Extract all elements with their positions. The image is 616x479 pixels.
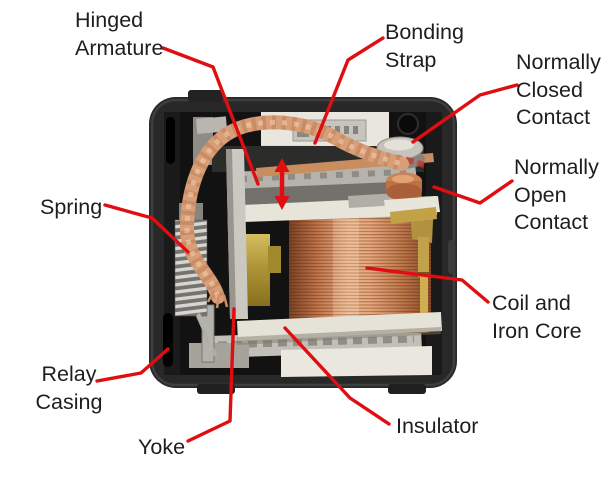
label-line: Bonding	[385, 20, 464, 44]
label-line: Strap	[385, 47, 437, 72]
label-yoke: Yoke	[138, 434, 185, 462]
motion-arrow-up-head	[274, 158, 290, 172]
casing-screw-hole	[397, 113, 419, 135]
label-line: Insulator	[396, 414, 479, 438]
label-normally-open-contact: Normally Open Contact	[514, 154, 599, 237]
label-line: Coil and	[492, 291, 571, 315]
casing-slot-bottom	[163, 313, 173, 367]
label-normally-closed-contact: Normally Closed Contact	[516, 49, 601, 132]
label-relay-casing: Relay Casing	[28, 361, 110, 416]
casing-top-tab	[188, 90, 223, 102]
label-line: Contact	[514, 210, 589, 234]
leader-insulator	[283, 326, 391, 426]
label-line: Hinged	[75, 8, 144, 32]
casing-slot-top	[166, 117, 175, 164]
leader-spring	[103, 203, 190, 254]
leader-lines	[95, 36, 519, 443]
motion-arrow-down-head	[274, 196, 290, 210]
normally-open-contact-part	[384, 172, 440, 224]
label-line: Iron Core	[492, 318, 582, 343]
label-coil-and-iron-core: Coil and Iron Core	[492, 290, 582, 345]
label-line: Relay	[41, 362, 97, 386]
label-line: Contact	[516, 105, 591, 129]
leader-coil-and-iron-core	[365, 266, 490, 304]
label-insulator: Insulator	[396, 413, 478, 441]
label-spring: Spring	[40, 194, 102, 222]
bonding-strap-part	[179, 115, 409, 309]
label-line: Spring	[40, 195, 103, 219]
label-line: Open	[514, 182, 567, 207]
label-line: Closed	[516, 77, 583, 102]
leader-relay-casing	[95, 347, 170, 383]
leader-normally-closed-contact	[411, 83, 519, 144]
label-hinged-armature: Hinged Armature	[75, 7, 163, 62]
armature-motion-arrow-icon	[274, 158, 290, 210]
leader-yoke	[186, 307, 236, 443]
relay-photo	[149, 90, 457, 394]
label-line: Yoke	[138, 435, 186, 459]
coil-and-iron-core-part	[289, 211, 431, 333]
yoke-part	[226, 149, 248, 319]
leader-normally-open-contact	[432, 179, 514, 205]
label-line: Armature	[75, 35, 164, 60]
label-bonding-strap: Bonding Strap	[385, 19, 464, 74]
label-line: Normally	[514, 155, 599, 179]
leader-hinged-armature	[161, 46, 260, 186]
label-line: Casing	[35, 389, 103, 414]
casing-foot-left	[197, 384, 235, 394]
label-line: Normally	[516, 50, 601, 74]
leader-bonding-strap	[313, 36, 385, 145]
casing-foot-right	[388, 384, 426, 394]
